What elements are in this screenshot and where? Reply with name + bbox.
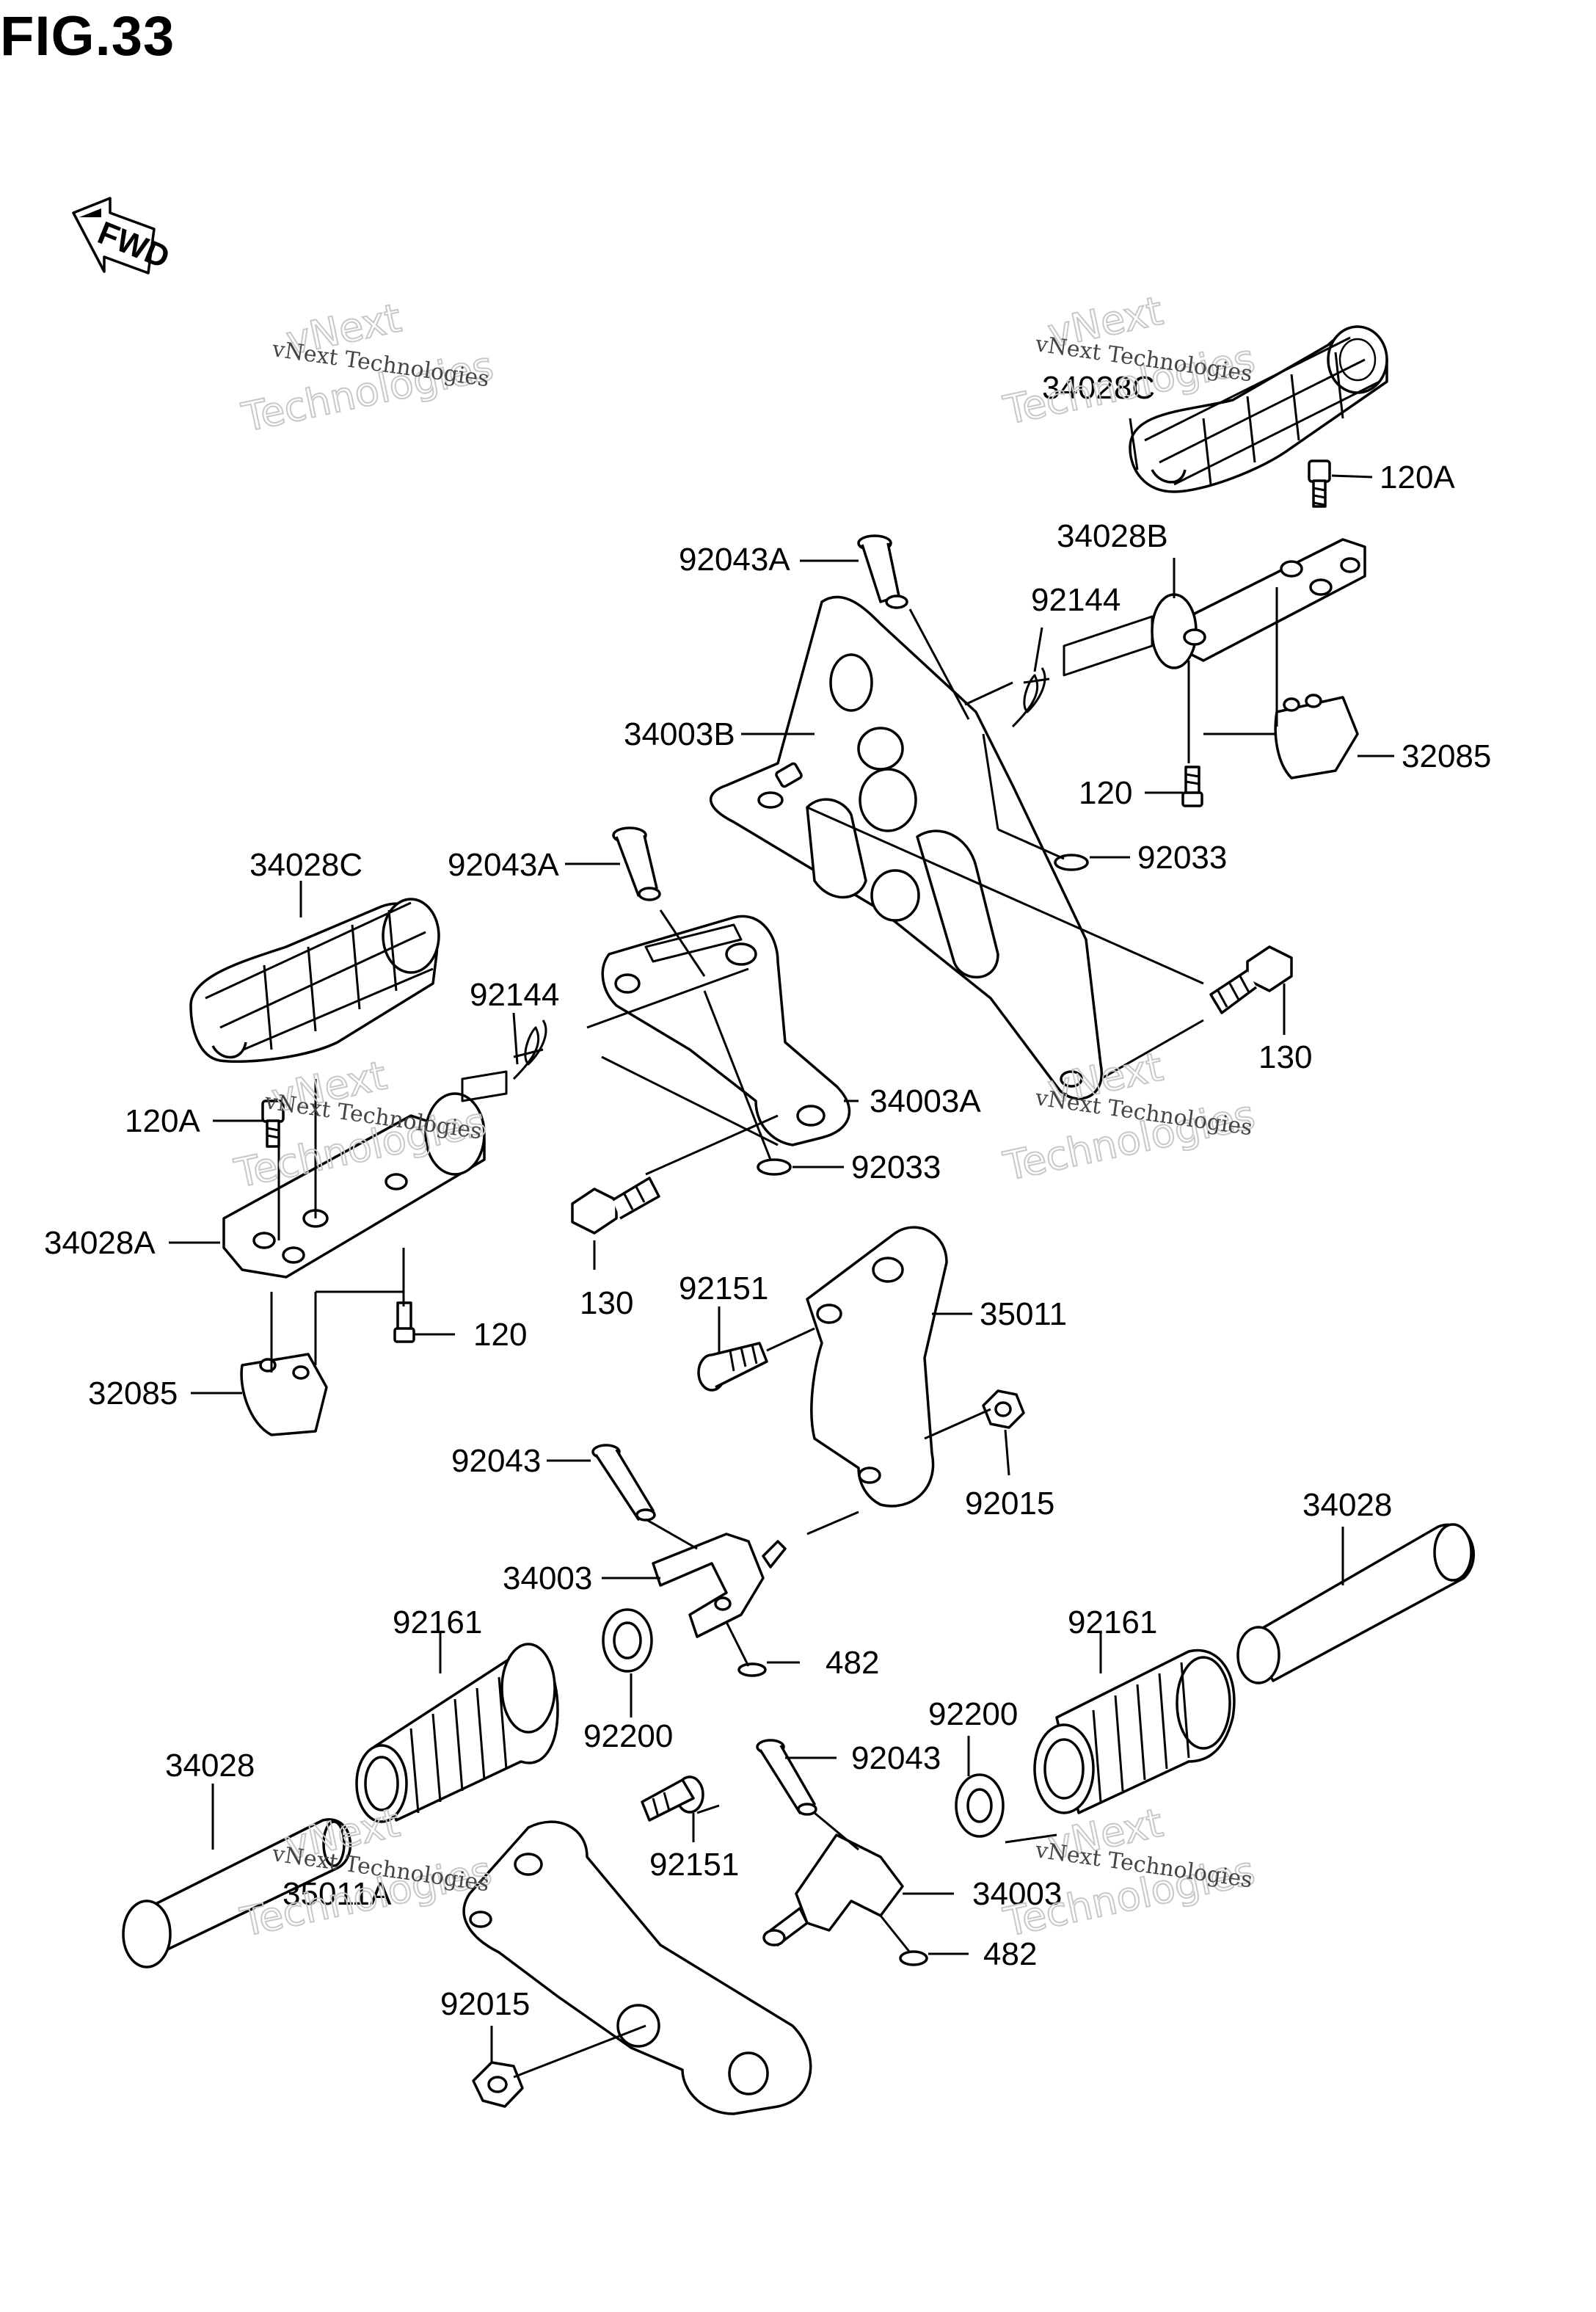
callout-34003A: 34003A [870, 1083, 981, 1119]
rubber-92161-right [1033, 1648, 1236, 1814]
bolt-92151-bottom [641, 1775, 704, 1822]
fwd-arrow-icon: FWD [72, 197, 175, 276]
bracket-34003A [601, 915, 851, 1146]
figure-title: FIG.33 [0, 5, 175, 68]
callout-34003-bottom: 34003 [972, 1876, 1062, 1912]
bolt-120-left [393, 1301, 415, 1343]
callout-labels: 34028C 120A 34028B 92043A 92144 34003B 1… [44, 370, 1491, 2022]
callout-92043A-left: 92043A [448, 847, 559, 883]
slider-32085-left [240, 1353, 328, 1436]
washer-92200-left [602, 1608, 653, 1673]
bracket-35011 [806, 1226, 948, 1508]
footpeg-rubber-right [1129, 325, 1388, 493]
washer-92200-right [955, 1773, 1005, 1838]
callout-92043-bottom: 92043 [851, 1740, 941, 1776]
callout-34003-top: 34003 [503, 1560, 592, 1596]
callout-92043A-right: 92043A [679, 542, 790, 578]
bolt-120A-right [1308, 459, 1331, 508]
clip-482-bottom [899, 1950, 928, 1966]
bolt-130-left [571, 1177, 660, 1235]
bolt-130-right [1209, 945, 1293, 1014]
pin-92043-top [591, 1444, 656, 1522]
peg-34028-right [1236, 1523, 1475, 1684]
callout-92043-top: 92043 [451, 1443, 541, 1479]
callout-120-right: 120 [1079, 775, 1132, 811]
callout-482-top: 482 [826, 1645, 879, 1681]
clevis-34003-bottom [762, 1833, 904, 1946]
callout-482-bottom: 482 [983, 1936, 1037, 1972]
rubber-92161-left [355, 1643, 559, 1823]
clip-482-top [737, 1662, 767, 1677]
spring-92144-left [512, 1019, 547, 1080]
callout-32085-left: 32085 [88, 1375, 178, 1411]
callout-32085-right: 32085 [1402, 738, 1491, 774]
callout-120A-left: 120A [125, 1103, 200, 1139]
peg-34028-left [122, 1818, 352, 1969]
callout-92161-left: 92161 [393, 1604, 482, 1640]
footpeg-body-right [1063, 538, 1366, 677]
callout-92144-left: 92144 [470, 977, 559, 1013]
callout-120-left: 120 [473, 1317, 527, 1353]
pin-92043A-right [857, 534, 908, 609]
callout-92151-top: 92151 [679, 1270, 768, 1306]
callout-34028C-left: 34028C [249, 847, 362, 883]
nut-92015-right [982, 1389, 1025, 1429]
bracket-34003B [710, 595, 1104, 1100]
callout-34028-right: 34028 [1302, 1487, 1392, 1523]
bracket-35011A [462, 1820, 812, 2115]
callout-34028-left: 34028 [165, 1748, 255, 1784]
callout-92033-right: 92033 [1137, 840, 1227, 876]
clevis-34003-top [652, 1533, 787, 1638]
callout-92015-left: 92015 [440, 1986, 530, 2022]
bolt-120-right [1181, 766, 1203, 807]
callout-34028A: 34028A [44, 1225, 156, 1261]
callout-130-left: 130 [580, 1285, 633, 1321]
callout-35011: 35011 [980, 1296, 1067, 1332]
callout-92200-right: 92200 [928, 1696, 1018, 1732]
bolt-92151-top [697, 1342, 768, 1392]
pin-92043-bottom [756, 1739, 817, 1816]
callout-34028B: 34028B [1057, 518, 1168, 554]
nut-92015-left [472, 2061, 524, 2108]
callout-34003B: 34003B [624, 716, 735, 752]
slider-32085-right [1274, 694, 1359, 779]
spring-92144-right [1011, 667, 1050, 728]
bolt-120A-left [261, 1099, 285, 1148]
footpeg-rubber-left [189, 898, 440, 1064]
callout-34028C-right: 34028C [1042, 370, 1155, 406]
pin-92043A-left [612, 826, 661, 901]
assembly-lines [270, 587, 1278, 2079]
callout-35011A: 35011A [283, 1876, 392, 1912]
callout-92200-left: 92200 [583, 1718, 673, 1754]
callout-130-right: 130 [1258, 1039, 1312, 1075]
callout-92151-bottom: 92151 [649, 1847, 739, 1883]
callout-92033-left: 92033 [851, 1149, 941, 1185]
callout-92015-right: 92015 [965, 1486, 1054, 1522]
footpeg-body-left [222, 1070, 508, 1279]
callout-120A-right: 120A [1380, 459, 1455, 495]
clip-92033-left [757, 1158, 792, 1176]
callout-92161-right: 92161 [1068, 1604, 1157, 1640]
callout-92144-right: 92144 [1031, 582, 1121, 618]
leader-lines [169, 418, 1394, 2062]
